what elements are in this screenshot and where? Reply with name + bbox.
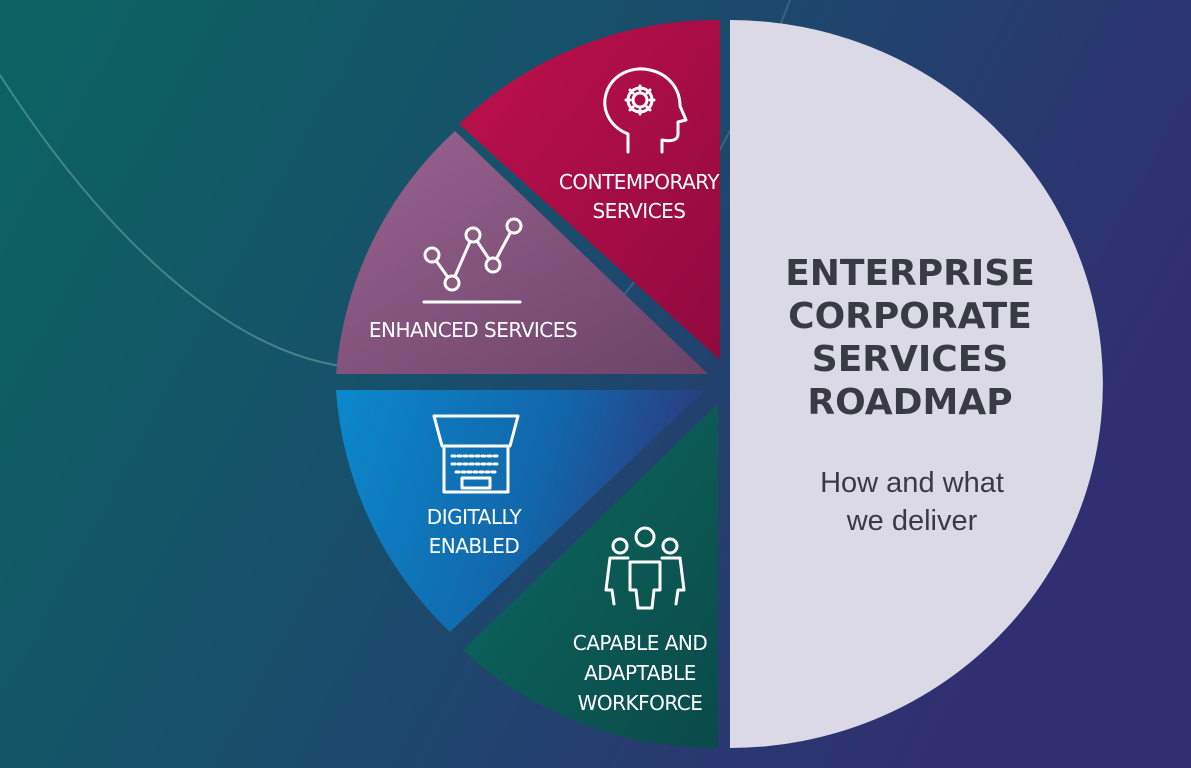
segment-label-enhanced: ENHANCED SERVICES	[369, 318, 578, 342]
label-line: WORKFORCE	[578, 691, 703, 715]
title-line: ENTERPRISE	[785, 253, 1035, 294]
title-line: CORPORATE	[788, 296, 1032, 337]
label-line: ADAPTABLE	[584, 661, 696, 685]
diagram-subtitle: How and what we deliver	[820, 467, 1004, 537]
segment-label-workforce: CAPABLE AND ADAPTABLE WORKFORCE	[573, 631, 708, 715]
title-line: ROADMAP	[807, 382, 1012, 423]
diagram-title: ENTERPRISE CORPORATE SERVICES ROADMAP	[785, 253, 1035, 423]
label-line: CAPABLE AND	[573, 631, 708, 655]
label-line: SERVICES	[592, 199, 685, 223]
half-circle-panel	[730, 20, 1103, 748]
label-line: CONTEMPORARY	[559, 170, 720, 194]
line-graph-icon	[422, 217, 523, 304]
label-line: ENHANCED SERVICES	[369, 318, 577, 342]
segment-capable-workforce	[463, 404, 718, 749]
laptop-icon	[432, 414, 520, 494]
segment-label-digital: DIGITALLY ENABLED	[427, 505, 523, 558]
title-line: SERVICES	[812, 339, 1008, 380]
label-line: DIGITALLY	[427, 505, 523, 529]
segment-label-contemporary: CONTEMPORARY SERVICES	[559, 170, 721, 223]
people-group-icon	[604, 526, 686, 610]
decorative-curve	[0, 74, 361, 369]
head-gear-icon	[603, 67, 688, 154]
segment-enhanced-services	[336, 131, 708, 374]
segment-digitally-enabled	[336, 390, 705, 632]
subtitle-line: How and what	[820, 467, 1004, 499]
segment-contemporary-services	[459, 19, 720, 361]
subtitle-line: we deliver	[846, 505, 978, 537]
label-line: ENABLED	[429, 534, 520, 558]
